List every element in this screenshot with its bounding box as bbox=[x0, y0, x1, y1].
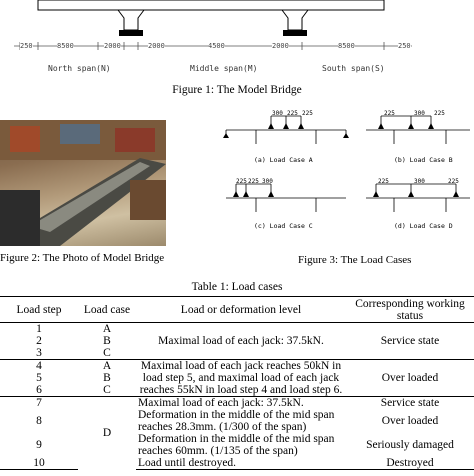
photo-illustration bbox=[0, 120, 166, 246]
cell-step: 10 bbox=[0, 457, 78, 470]
dim-label: 2000 bbox=[104, 42, 121, 50]
cell-step: 1 bbox=[36, 323, 42, 335]
header-load-step: Load step bbox=[0, 296, 78, 323]
cell-status: Service state bbox=[346, 396, 474, 409]
header-load-case: Load case bbox=[78, 296, 136, 323]
cell-case: B bbox=[103, 372, 111, 384]
span-label-north: North span(N) bbox=[48, 64, 111, 73]
load-value: 225 bbox=[434, 110, 445, 117]
cell-step: 5 bbox=[36, 372, 42, 384]
cell-status: Over loaded bbox=[346, 359, 474, 397]
load-value: 225 bbox=[236, 178, 247, 185]
cell-step: 9 bbox=[36, 439, 42, 451]
load-cases-drawing bbox=[223, 115, 470, 212]
cell-level: Load until destroyed. bbox=[136, 457, 346, 470]
model-bridge-photo bbox=[0, 120, 166, 246]
load-value: 225 bbox=[384, 110, 395, 117]
cell-step: 3 bbox=[36, 347, 42, 359]
cell-case: C bbox=[103, 347, 111, 359]
cell-status: Destroyed bbox=[346, 457, 474, 470]
load-value: 225 bbox=[448, 178, 459, 185]
dim-label: 250 bbox=[398, 42, 411, 50]
cell-step: 6 bbox=[36, 384, 42, 396]
load-value: 300 bbox=[414, 178, 425, 185]
table-title: Table 1: Load cases bbox=[191, 281, 283, 293]
span-label-south: South span(S) bbox=[322, 64, 385, 73]
load-value: 225 bbox=[248, 178, 259, 185]
cell-step: 8 bbox=[36, 415, 42, 427]
dim-label: 250 bbox=[20, 42, 33, 50]
cell-level: Maximal load of each jack reaches 50kN i… bbox=[136, 359, 346, 397]
load-value: 225 bbox=[302, 110, 313, 117]
figure2-caption: Figure 2: The Photo of Model Bridge bbox=[0, 252, 165, 264]
load-value: 225 bbox=[378, 178, 389, 185]
dim-label: 8500 bbox=[338, 42, 355, 50]
dim-label: 4500 bbox=[208, 42, 225, 50]
cell-case: B bbox=[103, 335, 111, 347]
figure3-caption: Figure 3: The Load Cases bbox=[298, 254, 412, 266]
cell-level: Deformation in the middle of the mid spa… bbox=[138, 433, 335, 457]
load-value: 300 bbox=[262, 178, 273, 185]
cell-case: A bbox=[78, 359, 136, 372]
panel-label: (c) Load Case C bbox=[254, 222, 313, 230]
span-label-middle: Middle span(M) bbox=[190, 64, 258, 73]
dim-label: 8500 bbox=[57, 42, 74, 50]
cell-level: Maximal load of each jack: 37.5kN. bbox=[136, 396, 346, 409]
load-value: 225 bbox=[287, 110, 298, 117]
cell-step: 2 bbox=[36, 335, 42, 347]
cell-status: Seriously damaged bbox=[366, 439, 454, 451]
panel-label: (a) Load Case A bbox=[254, 156, 313, 164]
panel-label: (d) Load Case D bbox=[394, 222, 453, 230]
cell-status: Service state bbox=[380, 335, 440, 347]
cell-case: A bbox=[102, 323, 112, 335]
header-level: Load or deformation level bbox=[136, 296, 346, 323]
cell-status: Over loaded bbox=[381, 415, 439, 427]
cell-level: Deformation in the middle of the mid spa… bbox=[138, 409, 335, 433]
cell-step: 7 bbox=[0, 396, 78, 409]
cell-step: 4 bbox=[0, 359, 78, 372]
cell-case: D bbox=[78, 396, 136, 470]
dim-label: 2000 bbox=[272, 42, 289, 50]
load-value: 300 bbox=[414, 110, 425, 117]
load-value: 300 bbox=[272, 110, 283, 117]
dim-label: 2000 bbox=[148, 42, 165, 50]
cell-case: C bbox=[103, 384, 111, 396]
figure1-caption: Figure 1: The Model Bridge bbox=[172, 84, 302, 96]
cell-level: Maximal load of each jack: 37.5kN. bbox=[158, 335, 324, 347]
load-cases-table: Load step Load case Load or deformation … bbox=[0, 296, 474, 470]
header-status: Corresponding working status bbox=[346, 296, 474, 323]
panel-label: (b) Load Case B bbox=[394, 156, 453, 164]
